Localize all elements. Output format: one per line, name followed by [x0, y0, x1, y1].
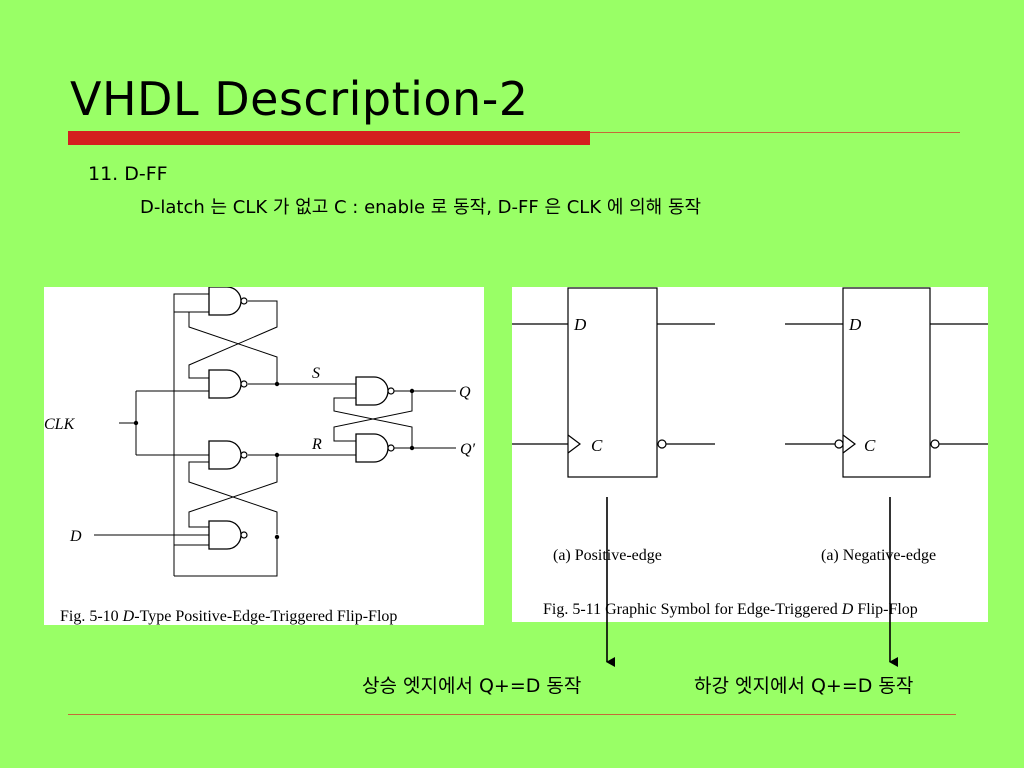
pos-symbol-caption: (a) Positive-edge: [553, 547, 662, 564]
label-clk: CLK: [44, 416, 76, 433]
annotation-positive-edge: 상승 엣지에서 Q+=D 동작: [362, 675, 582, 697]
pos-symbol-d-label: D: [573, 315, 587, 334]
label-q-bar: Q′: [460, 441, 476, 458]
annotation-negative-edge: 하강 엣지에서 Q+=D 동작: [694, 675, 914, 697]
dff-symbols-diagram: D C D C (a) Positive-edge (a) Negative-e…: [512, 287, 988, 618]
label-d: D: [69, 528, 82, 545]
label-r: R: [311, 436, 322, 453]
neg-symbol-d-label: D: [848, 315, 862, 334]
footer-divider: [68, 714, 956, 715]
dff-circuit-diagram: CLK D S R Q Q′ Fig. 5-10 D-Type Positive…: [44, 287, 476, 625]
title-underline-thin: [590, 132, 960, 133]
label-s: S: [312, 365, 320, 382]
figure-left-caption: Fig. 5-10 D-Type Positive-Edge-Triggered…: [60, 608, 397, 625]
title-underline-red: [68, 131, 590, 145]
neg-symbol-c-label: C: [864, 436, 876, 455]
figure-dff-symbols: D C D C (a) Positive-edge (a) Negative-e…: [512, 287, 988, 622]
slide-title: VHDL Description-2: [70, 72, 529, 126]
pos-symbol-c-label: C: [591, 436, 603, 455]
neg-symbol-caption: (a) Negative-edge: [821, 547, 936, 564]
label-q: Q: [459, 384, 471, 401]
section-description: D-latch 는 CLK 가 없고 C : enable 로 동작, D-FF…: [140, 197, 702, 218]
figure-dff-circuit: CLK D S R Q Q′ Fig. 5-10 D-Type Positive…: [44, 287, 484, 625]
figure-right-caption: Fig. 5-11 Graphic Symbol for Edge-Trigge…: [543, 601, 918, 618]
section-heading: 11. D-FF: [88, 163, 168, 185]
